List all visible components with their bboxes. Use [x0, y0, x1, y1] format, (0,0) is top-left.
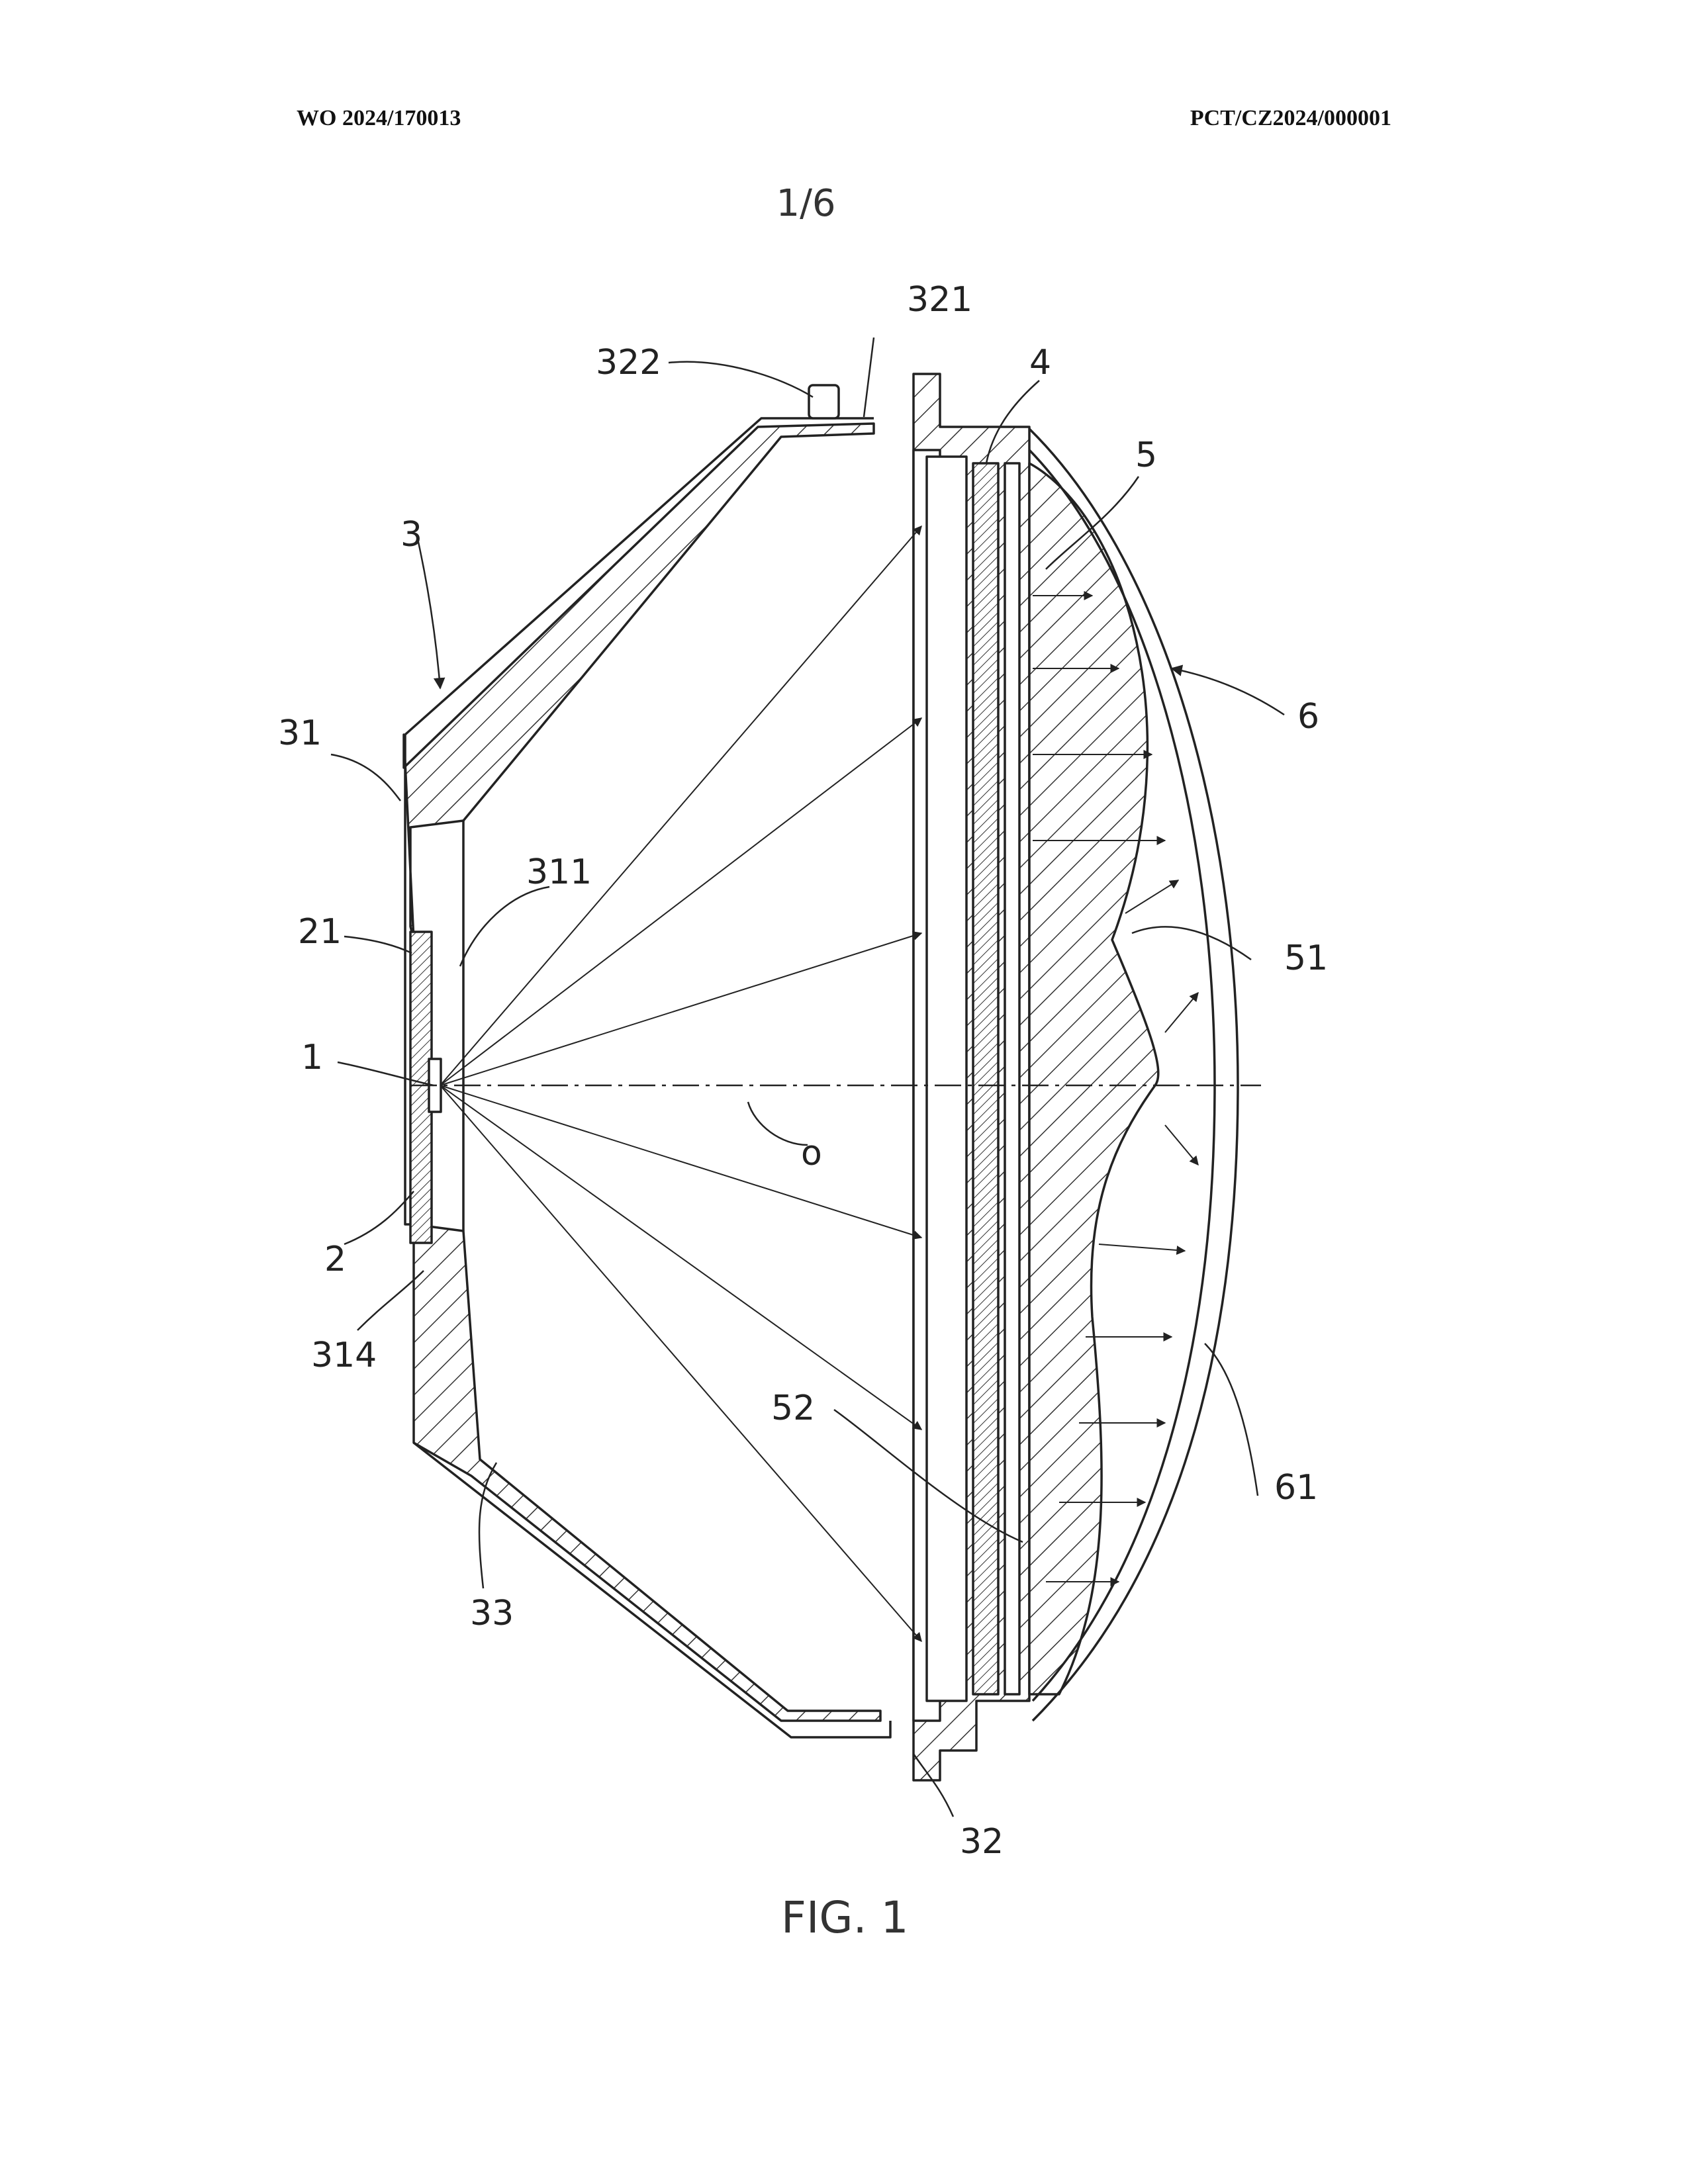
ray: [440, 1085, 921, 1641]
label-322: 322: [596, 343, 661, 383]
label-2: 2: [324, 1240, 346, 1279]
light-guide: [927, 457, 966, 1701]
leader-51: [1132, 927, 1251, 960]
figure-caption: FIG. 1: [781, 1892, 909, 1943]
label-6: 6: [1297, 697, 1319, 737]
locating-pin: [809, 385, 839, 418]
leader-311: [460, 887, 549, 966]
label-314: 314: [311, 1336, 377, 1375]
leader-61: [1205, 1343, 1258, 1496]
label-51: 51: [1284, 938, 1328, 978]
label-21: 21: [298, 912, 342, 952]
label-52: 52: [771, 1388, 815, 1428]
ray: [440, 1085, 921, 1430]
guide-layer: [973, 463, 998, 1694]
label-31: 31: [278, 713, 322, 753]
guide-inner: [1005, 463, 1019, 1694]
label-1: 1: [301, 1038, 323, 1077]
ray: [440, 933, 921, 1085]
ray: [1099, 1244, 1185, 1251]
reflector-upper-wall: [404, 424, 874, 940]
label-33: 33: [470, 1594, 514, 1633]
leader-o: [748, 1102, 808, 1145]
label-311: 311: [526, 852, 592, 892]
leader-321: [864, 338, 874, 417]
leader-6: [1172, 668, 1284, 715]
reflector-lower-wall: [414, 1224, 880, 1721]
label-321: 321: [907, 280, 972, 320]
label-61: 61: [1274, 1468, 1318, 1508]
leader-322: [669, 362, 813, 397]
ray: [1165, 993, 1198, 1032]
ray: [440, 1085, 921, 1238]
ray: [440, 526, 921, 1085]
label-o: o: [801, 1134, 822, 1173]
label-5: 5: [1135, 435, 1157, 475]
optical-element: [1029, 463, 1158, 1694]
label-32: 32: [960, 1822, 1004, 1862]
leader-2: [344, 1191, 414, 1244]
leader-3: [417, 536, 440, 688]
ray: [1165, 1125, 1198, 1165]
leader-21: [344, 936, 412, 953]
label-3: 3: [400, 515, 422, 555]
label-4: 4: [1029, 343, 1051, 383]
ray: [1125, 880, 1178, 913]
leader-31: [331, 754, 400, 801]
